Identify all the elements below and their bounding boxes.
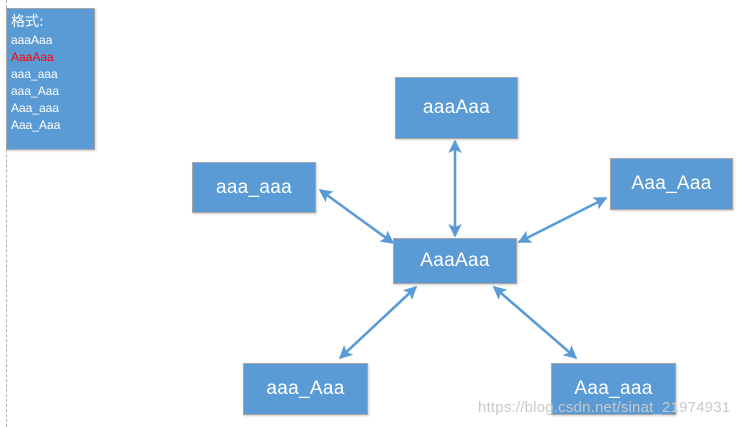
legend-item-aaa_aaa: aaa_aaa bbox=[11, 67, 58, 81]
node-left-label: aaa_aaa bbox=[215, 176, 293, 198]
edge-center-to-right bbox=[517, 196, 608, 244]
legend-item-Aaa_Aaa: Aaa_Aaa bbox=[11, 118, 61, 132]
legend-item-aaa_Aaa: aaa_Aaa bbox=[11, 84, 60, 98]
legend-item-aaaAaa: aaaAaa bbox=[11, 33, 53, 47]
node-center[interactable]: AaaAaa bbox=[393, 238, 517, 284]
node-right-label: Aaa_Aaa bbox=[631, 173, 712, 194]
node-bottom-left-label: aaa_Aaa bbox=[266, 378, 345, 399]
node-center-label: AaaAaa bbox=[420, 250, 490, 271]
node-right[interactable]: Aaa_Aaa bbox=[610, 158, 733, 210]
node-bottom-left[interactable]: aaa_Aaa bbox=[243, 363, 368, 415]
legend-title: 格式: bbox=[11, 14, 44, 30]
legend-item-AaaAaa-highlight: AaaAaa bbox=[11, 50, 54, 64]
node-top[interactable]: aaaAaa bbox=[395, 77, 518, 139]
dashed-guide-line bbox=[6, 0, 7, 427]
edge-center-to-bottom-left bbox=[338, 285, 418, 360]
node-left[interactable]: aaa_aaa bbox=[192, 162, 316, 213]
node-top-label: aaaAaa bbox=[422, 97, 491, 118]
node-bottom-right-label: Aaa_aaa bbox=[574, 378, 653, 399]
edge-center-to-left bbox=[318, 188, 395, 245]
legend-panel: 格式: aaaAaa AaaAaa aaa_aaa aaa_Aaa Aaa_aa… bbox=[6, 8, 95, 150]
legend-item-Aaa_aaa: Aaa_aaa bbox=[11, 101, 60, 115]
node-bottom-right[interactable]: Aaa_aaa bbox=[551, 363, 676, 415]
edge-center-to-bottom-right bbox=[492, 285, 578, 360]
